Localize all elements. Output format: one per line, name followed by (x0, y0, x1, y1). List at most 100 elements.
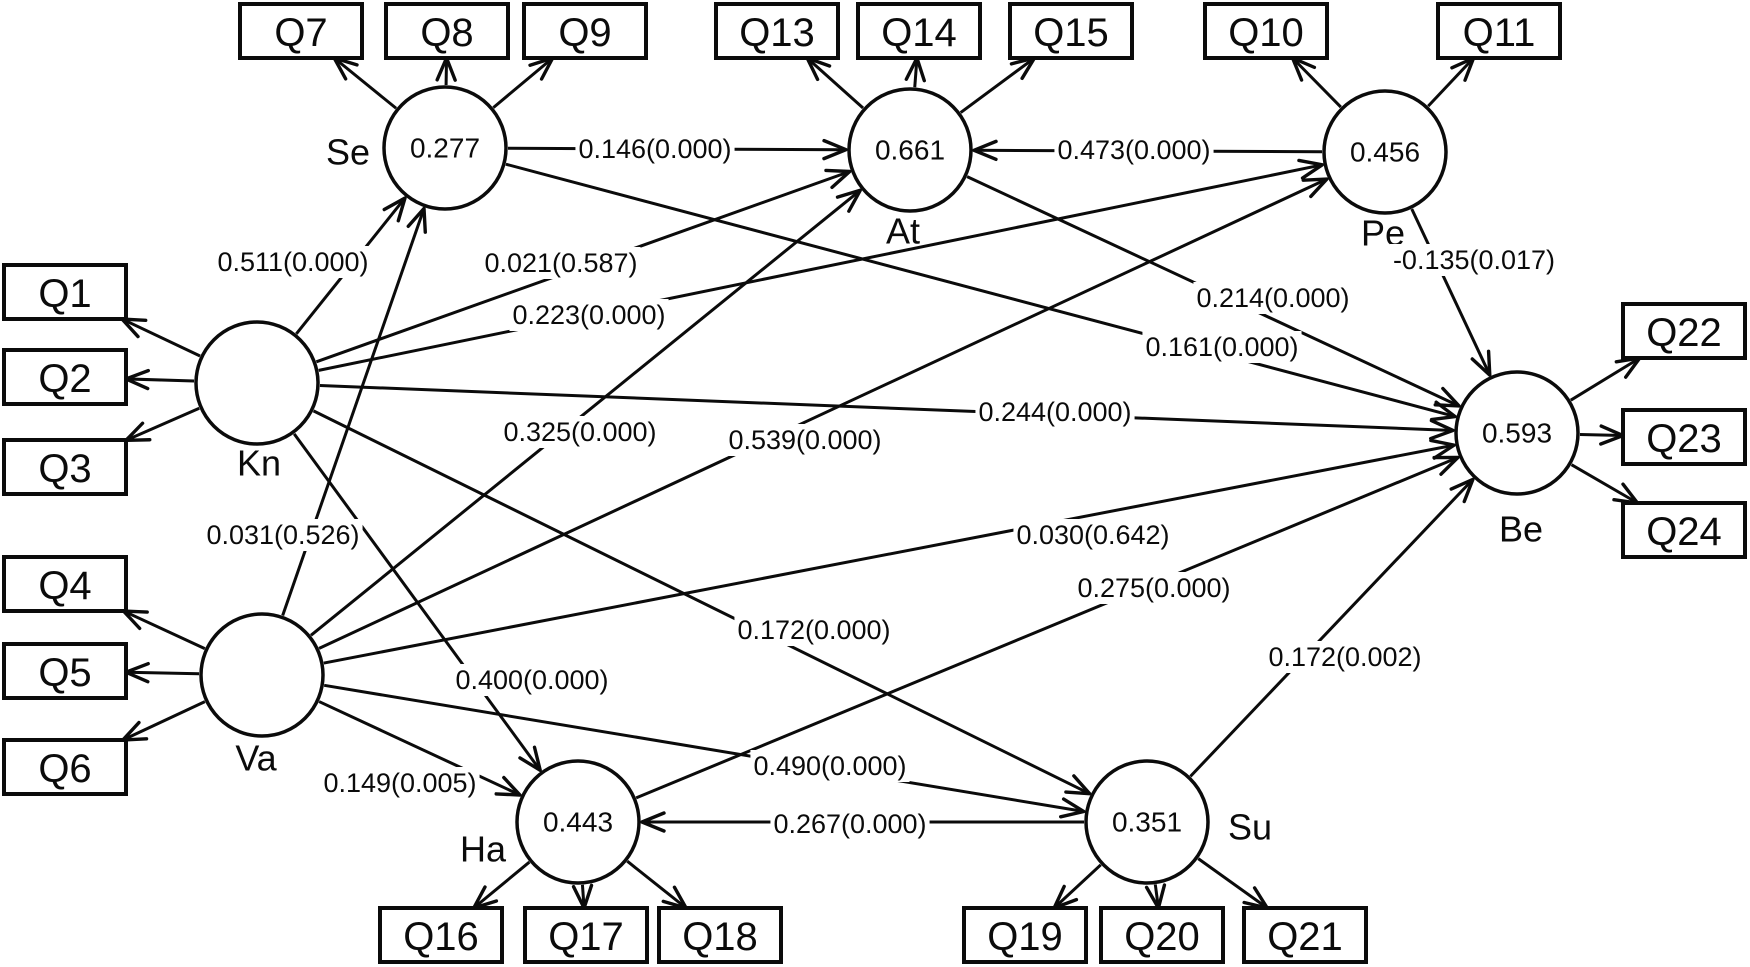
indicator-label-Q14: Q14 (881, 11, 957, 55)
indicator-arrow-Va-Q5 (124, 661, 200, 684)
coef-text-Va-Se: 0.031(0.526) (206, 520, 359, 550)
coef-label-bg (725, 424, 885, 456)
coef-text-Pe-At: 0.473(0.000) (1057, 135, 1210, 165)
indicator-box-Q8: Q8 (384, 2, 510, 60)
latent-name-Su: Su (1228, 807, 1272, 848)
coef-label-Pe-At: 0.473(0.000) (1054, 134, 1214, 166)
coef-label-bg (1013, 519, 1173, 551)
latent-node-Se: 0.277 Se (326, 85, 508, 211)
indicator-label-Q24: Q24 (1646, 510, 1722, 554)
indicator-rect-Q15 (1008, 2, 1134, 60)
indicator-label-Q18: Q18 (682, 915, 758, 959)
indicator-arrow-Se-Q7 (332, 56, 398, 110)
coef-text-Va-At: 0.325(0.000) (503, 417, 656, 447)
path-arrow-Va-At (310, 188, 862, 637)
r2-value-Su: 0.351 (1112, 807, 1182, 838)
indicator-box-Q11: Q11 (1436, 2, 1562, 60)
indicator-rect-Q1 (2, 263, 128, 321)
indicator-box-Q24: Q24 (1621, 501, 1747, 559)
coef-label-Ha-Be: 0.275(0.000) (1074, 572, 1234, 604)
path-arrow-Kn-Be (319, 383, 1455, 441)
coef-label-Va-Su: 0.490(0.000) (750, 750, 910, 782)
coef-label-Kn-Be: 0.244(0.000) (975, 396, 1135, 428)
indicator-rect-Q16 (378, 906, 504, 964)
coef-label-Va-Be: 0.030(0.642) (1013, 519, 1173, 551)
indicator-arrow-Va-Q6 (121, 700, 206, 742)
indicator-box-Q10: Q10 (1203, 2, 1329, 60)
coef-label-bg (1074, 572, 1234, 604)
indicator-label-Q19: Q19 (987, 915, 1063, 959)
r2-value-Be: 0.593 (1482, 418, 1552, 449)
coef-text-Su-Ha: 0.267(0.000) (773, 809, 926, 839)
path-arrow-Su-Be (1189, 477, 1475, 778)
indicator-label-Q11: Q11 (1463, 11, 1536, 55)
indicator-arrow-Be-Q23 (1579, 424, 1625, 446)
latent-name-Se: Se (326, 132, 370, 173)
latent-circle-Kn (194, 320, 320, 446)
coef-label-bg (1265, 641, 1425, 673)
r2-value-Ha: 0.443 (543, 807, 613, 838)
indicator-label-Q6: Q6 (38, 747, 91, 791)
indicator-rect-Q11 (1436, 2, 1562, 60)
indicator-rect-Q9 (522, 2, 648, 60)
coef-label-Va-Pe: 0.539(0.000) (725, 424, 885, 456)
indicator-arrow-At-Q13 (805, 56, 865, 110)
latent-circle-At (847, 87, 973, 213)
indicator-label-Q7: Q7 (274, 11, 327, 55)
indicator-box-Q21: Q21 (1242, 906, 1368, 964)
path-arrow-Va-Su (323, 683, 1086, 819)
indicator-box-Q17: Q17 (523, 906, 649, 964)
coef-label-Su-Be: 0.172(0.002) (1265, 641, 1425, 673)
path-arrow-Kn-Pe (318, 158, 1325, 372)
indicator-label-Q8: Q8 (420, 11, 473, 55)
r2-value-Pe: 0.456 (1350, 137, 1420, 168)
indicator-label-Q3: Q3 (38, 447, 91, 491)
indicator-label-Q20: Q20 (1124, 915, 1200, 959)
coef-label-bg (575, 133, 735, 165)
indicator-box-Q18: Q18 (657, 906, 783, 964)
coef-label-bg (214, 246, 372, 278)
indicator-box-Q4: Q4 (2, 555, 128, 613)
coef-text-Kn-At: 0.021(0.587) (484, 248, 637, 278)
coef-label-bg (500, 416, 660, 448)
indicator-rect-Q6 (2, 738, 128, 796)
indicator-rect-Q22 (1621, 302, 1747, 360)
coef-text-Se-At: 0.146(0.000) (578, 134, 731, 164)
path-arrow-Pe-Be (1410, 208, 1492, 377)
indicator-box-Q1: Q1 (2, 263, 128, 321)
indicator-box-Q7: Q7 (238, 2, 364, 60)
indicator-label-Q22: Q22 (1646, 311, 1722, 355)
indicator-arrow-Va-Q4 (121, 609, 206, 650)
indicator-arrow-Ha-Q16 (472, 860, 531, 910)
indicator-rect-Q14 (856, 2, 982, 60)
coef-text-Kn-Pe: 0.223(0.000) (512, 300, 665, 330)
latent-node-Va: Va (199, 612, 325, 779)
coef-label-bg (481, 247, 641, 279)
indicator-box-Q5: Q5 (2, 642, 128, 700)
indicator-label-Q15: Q15 (1033, 11, 1109, 55)
coef-label-Va-Se: 0.031(0.526) (203, 519, 363, 551)
r2-value-Se: 0.277 (410, 133, 480, 164)
indicator-arrow-Be-Q24 (1570, 463, 1640, 505)
coef-label-Su-Ha: 0.267(0.000) (770, 808, 930, 840)
indicator-box-Q19: Q19 (962, 906, 1088, 964)
indicator-arrow-Be-Q22 (1569, 356, 1642, 402)
coef-label-bg (509, 299, 669, 331)
coef-label-bg (770, 808, 930, 840)
indicator-box-Q9: Q9 (522, 2, 648, 60)
latent-circle-Va (199, 612, 325, 738)
indicator-rect-Q18 (657, 906, 783, 964)
indicator-rect-Q3 (2, 438, 128, 496)
coef-text-Va-Pe: 0.539(0.000) (728, 425, 881, 455)
indicator-rect-Q21 (1242, 906, 1368, 964)
coef-text-Va-Ha: 0.149(0.005) (323, 768, 476, 798)
coef-label-Kn-Su: 0.172(0.000) (734, 614, 894, 646)
indicator-box-Q16: Q16 (378, 906, 504, 964)
indicator-label-Q1: Q1 (38, 272, 91, 316)
coef-label-bg (734, 614, 894, 646)
